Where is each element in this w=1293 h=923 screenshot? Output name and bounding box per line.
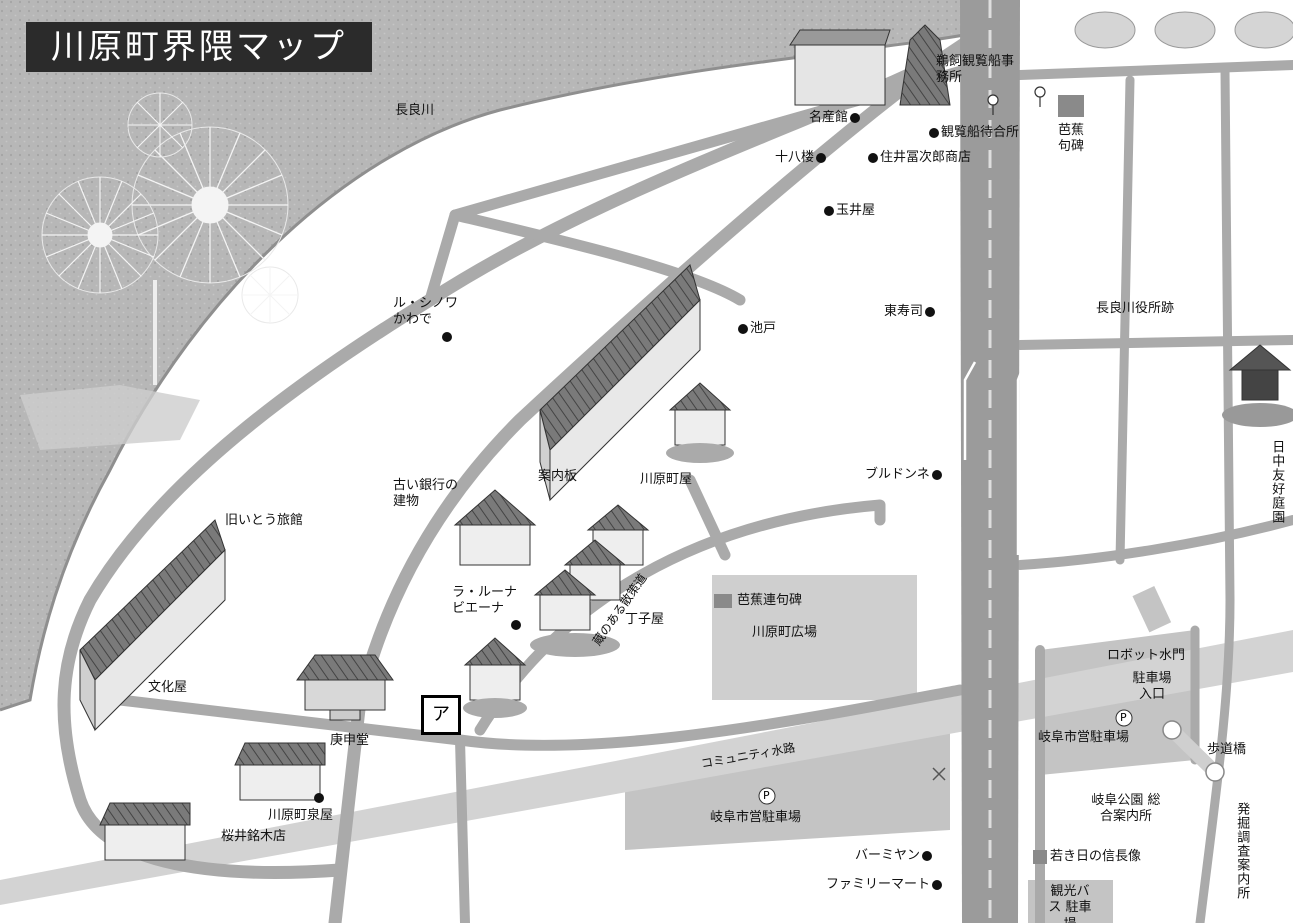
label-tamaiya: 玉井屋 [836, 203, 876, 218]
poi-dot [850, 112, 861, 123]
label-ukai-office[interactable]: 鵜飼観覧船事務所 [936, 54, 1015, 86]
label-nagaragawa: 長良川 [395, 103, 435, 118]
poi-dot-le-shinowa [442, 332, 452, 342]
label-nagara-office-ruins[interactable]: 長良川役所跡 [1096, 301, 1175, 316]
label-boat-waiting: 観覧船待合所 [941, 125, 1020, 140]
poi-juhachiro[interactable]: 十八楼 [775, 150, 828, 166]
small-houses [99, 24, 1293, 861]
label-choujiya[interactable]: 丁子屋 [625, 612, 665, 627]
poi-dot [868, 152, 878, 163]
label-sumii: 住井冨次郎商店 [880, 150, 972, 165]
label-bulldogne: ブルドンネ [865, 467, 930, 482]
poi-dot [922, 850, 933, 861]
poi-dot [929, 127, 939, 138]
label-basho-monument[interactable]: 芭蕉句碑 [1057, 123, 1084, 155]
monument-square-icon [1033, 849, 1047, 864]
page-title: 川原町界隈マップ [26, 22, 372, 72]
poi-higashi-sushi[interactable]: 東寿司 [884, 304, 937, 320]
poi-dot [925, 306, 936, 317]
riverside-grass [20, 385, 200, 450]
label-le-shinowa[interactable]: ル・シノワ かわで [393, 296, 459, 328]
warehouse-ito [79, 519, 226, 732]
label-tour-bus[interactable]: 観光バス 駐車場 [1048, 884, 1092, 923]
label-ikedo: 池戸 [750, 321, 777, 336]
label-old-ito-ryokan[interactable]: 旧いとう旅館 [225, 513, 304, 528]
label-kawaramachiya[interactable]: 川原町屋 [640, 472, 693, 487]
poi-dot [816, 152, 827, 163]
label-bunkaya[interactable]: 文化屋 [148, 680, 188, 695]
label-excavation[interactable]: 発掘調査案内所 [1234, 802, 1250, 900]
parking-symbol-center: P [763, 789, 770, 802]
poi-tamaiya[interactable]: 玉井屋 [822, 203, 875, 219]
roads [57, 13, 1293, 923]
basho-ren-square [714, 594, 732, 608]
label-higashi-sushi: 東寿司 [884, 304, 924, 319]
basho-monument-square [1058, 95, 1084, 117]
poi-baamiyan[interactable]: バーミヤン [855, 848, 934, 864]
poi-sumii[interactable]: 住井冨次郎商店 [866, 150, 971, 166]
label-nicchu-garden[interactable]: 日中友好庭園 [1269, 440, 1285, 524]
pedestrian-bridge [1165, 723, 1222, 779]
fireworks-decoration [41, 92, 299, 385]
label-gifu-parking-center[interactable]: 岐阜市営駐車場 [710, 810, 802, 825]
traffic-arrow-left [963, 361, 977, 460]
poi-dot-la-luna [511, 620, 521, 630]
label-koshindo[interactable]: 庚申堂 [330, 733, 370, 748]
label-sakurai[interactable]: 桜井銘木店 [221, 829, 287, 844]
kawaramachi-plaza-block [712, 575, 917, 700]
label-juhachiro: 十八楼 [775, 150, 815, 165]
poi-meisankan[interactable]: 名産館 [809, 110, 862, 126]
robot-gate [1132, 585, 1172, 633]
label-familymart: ファミリーマート [826, 877, 931, 892]
label-pedestrian-bridge[interactable]: 歩道橋 [1207, 742, 1247, 757]
poi-familymart[interactable]: ファミリーマート [826, 877, 944, 893]
label-baamiyan: バーミヤン [855, 848, 921, 863]
poi-ikedo[interactable]: 池戸 [736, 321, 776, 337]
poi-dot-izumiya [314, 793, 324, 803]
poi-dot [932, 879, 943, 890]
poi-young-nobunaga[interactable]: 若き日の信長像 [1033, 849, 1141, 865]
label-annaiban[interactable]: 案内板 [538, 469, 578, 484]
warehouse-north [539, 264, 701, 502]
label-meisankan: 名産館 [809, 110, 849, 125]
label-robot-gate[interactable]: ロボット水門 [1107, 648, 1186, 663]
poi-bulldogne[interactable]: ブルドンネ [865, 467, 944, 483]
label-gifu-parking-right[interactable]: 岐阜市営駐車場 [1038, 730, 1130, 745]
poi-dot [824, 205, 834, 216]
poi-boat-waiting[interactable]: 観覧船待合所 [927, 125, 1019, 141]
traffic-arrow-right [1016, 361, 1027, 555]
label-old-bank[interactable]: 古い銀行の 建物 [393, 478, 459, 510]
pin-symbols [987, 86, 1046, 115]
label-la-luna[interactable]: ラ・ルーナ ビエーナ [452, 585, 518, 617]
label-basho-ren[interactable]: 芭蕉連句碑 [737, 593, 803, 608]
poi-dot [931, 469, 942, 480]
parking-symbol-right: P [1120, 711, 1127, 724]
label-kawaramachi-izumiya[interactable]: 川原町泉屋 [268, 808, 334, 823]
label-gifu-park-info[interactable]: 岐阜公園 総合案内所 [1091, 793, 1161, 825]
map-marker-a[interactable]: ア [421, 695, 461, 735]
x-mark [932, 767, 946, 781]
label-young-nobunaga: 若き日の信長像 [1050, 849, 1142, 864]
label-parking-entrance[interactable]: 駐車場 入口 [1132, 671, 1172, 703]
poi-dot [738, 323, 748, 334]
trees [1074, 11, 1293, 49]
nagara-river [0, 0, 1000, 710]
label-kawaramachi-square[interactable]: 川原町広場 [752, 625, 818, 640]
